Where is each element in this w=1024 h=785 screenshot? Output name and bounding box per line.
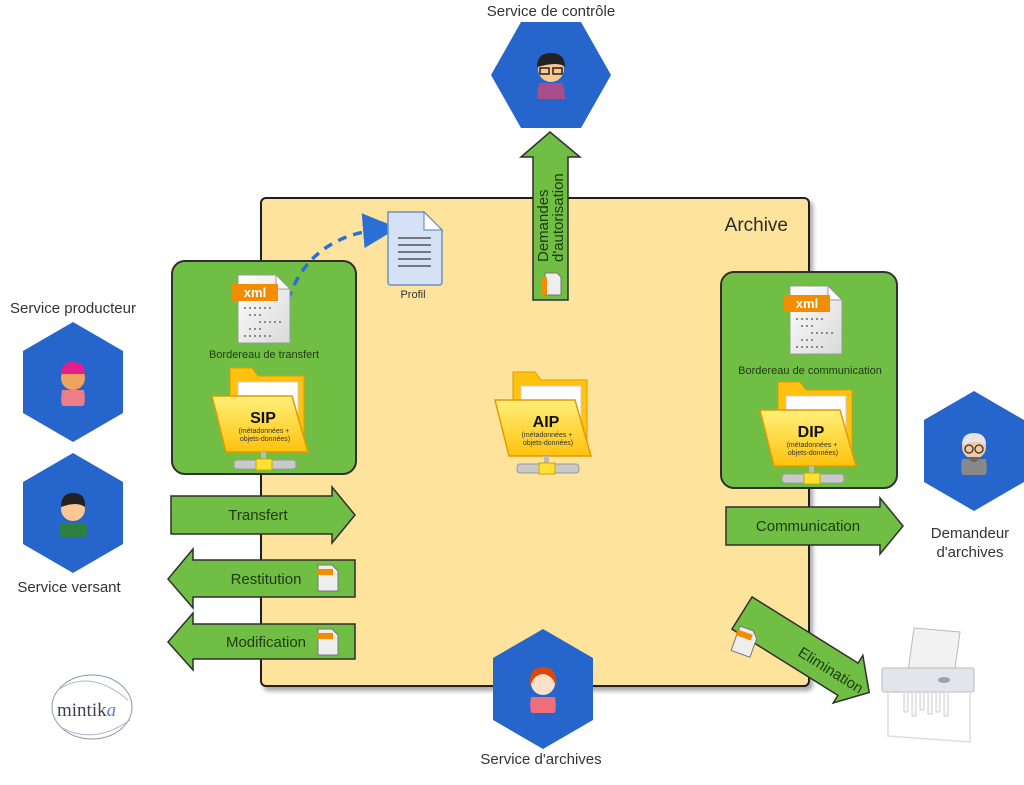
xml-document-icon <box>232 273 292 344</box>
communication-label: Communication <box>756 518 860 535</box>
transfert-arrow <box>170 484 356 546</box>
person-male-icon <box>59 493 87 537</box>
person-archivist-icon <box>529 667 557 713</box>
service-producteur-hexagon[interactable] <box>23 322 123 442</box>
modification-arrow <box>167 610 356 672</box>
demandeur-archives-label: Demandeur d'archives <box>920 524 1020 562</box>
service-controle-hexagon[interactable] <box>491 22 611 128</box>
communication-arrow <box>725 495 904 557</box>
person-glasses-icon <box>537 53 565 99</box>
dip-package-sub-1: (métadonnées + <box>787 442 838 449</box>
profile-link-dashed-arrow <box>286 213 398 301</box>
demandes-autorisation-arrow <box>518 131 583 301</box>
logo-text-main: mintik <box>57 700 107 721</box>
demandeur-archives-hexagon[interactable] <box>924 391 1024 511</box>
sip-xml-badge: xml <box>244 285 266 300</box>
sip-package-sub-1: (métadonnées + <box>239 428 290 435</box>
aip-package-name: AIP <box>533 414 560 431</box>
bordereau-communication-label: Bordereau de communication <box>738 365 882 377</box>
xml-document-icon <box>784 284 844 355</box>
mintika-logo-icon <box>51 674 133 740</box>
person-female-icon <box>61 362 85 406</box>
dip-package-sub-2: objets-données) <box>788 450 838 457</box>
profile-label: Profil <box>400 289 425 301</box>
restitution-document-icon <box>317 564 339 592</box>
shredder-icon <box>881 627 975 743</box>
demandes-label-line2: d'autorisation <box>550 173 567 262</box>
modification-label: Modification <box>226 634 306 651</box>
person-elder-icon <box>961 433 987 475</box>
aip-package-sub-2: objets-données) <box>523 440 573 447</box>
dip-package-name: DIP <box>798 424 825 441</box>
service-archives-hexagon[interactable] <box>493 629 593 749</box>
service-producteur-label: Service producteur <box>10 300 136 317</box>
profile-document-icon <box>387 210 444 286</box>
demandeur-label-line1: Demandeur <box>930 525 1010 542</box>
sip-folder-icon <box>211 367 309 471</box>
logo-text: mintika <box>57 700 116 721</box>
demandes-label-line1: Demandes <box>535 189 552 262</box>
restitution-label: Restitution <box>231 571 302 588</box>
dip-xml-badge: xml <box>796 296 818 311</box>
aip-folder-icon <box>494 371 592 475</box>
sip-package-sub-2: objets-données) <box>240 436 290 443</box>
dip-folder-icon <box>759 381 857 485</box>
bordereau-transfert-label: Bordereau de transfert <box>209 349 319 361</box>
service-controle-label: Service de contrôle <box>486 3 616 20</box>
demandeur-label-line2: d'archives <box>936 544 1004 561</box>
service-archives-label: Service d'archives <box>480 751 602 768</box>
elimination-document-icon <box>730 625 758 658</box>
sip-package-name: SIP <box>250 410 276 427</box>
logo-text-accent: a <box>107 700 117 721</box>
demandes-document-icon <box>541 272 562 296</box>
archive-title: Archive <box>724 215 788 236</box>
transfert-label: Transfert <box>228 507 288 524</box>
modification-document-icon <box>317 628 339 656</box>
restitution-arrow <box>167 546 356 611</box>
service-versant-hexagon[interactable] <box>23 453 123 573</box>
service-versant-label: Service versant <box>17 579 121 596</box>
aip-package-sub-1: (métadonnées + <box>522 432 573 439</box>
